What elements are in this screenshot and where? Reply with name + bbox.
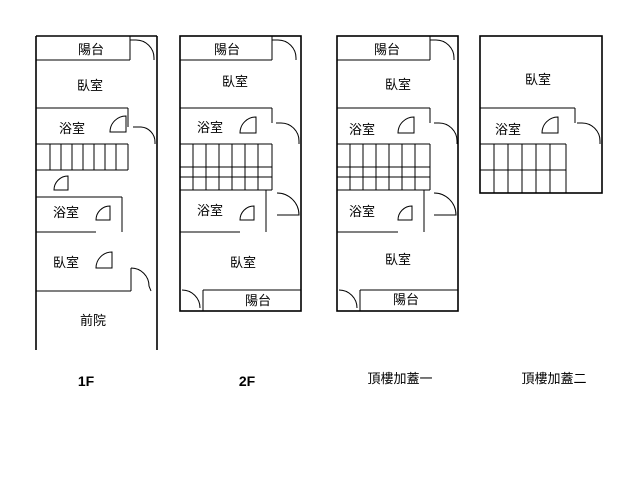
room-label-bedroom: 臥室	[385, 77, 411, 93]
room-label-bedroom: 臥室	[525, 72, 551, 88]
floor-plan-1f: 陽台 臥室 浴室 浴室 臥室 前院 1F	[35, 35, 158, 389]
room-label-bathroom: 浴室	[53, 205, 79, 221]
room-label-bathroom: 浴室	[349, 122, 375, 138]
room-label-bathroom: 浴室	[197, 120, 223, 136]
stairs-rooftop-1	[337, 144, 431, 190]
walls-1f	[35, 35, 158, 350]
room-label-balcony: 陽台	[245, 294, 271, 309]
room-label-bedroom: 臥室	[53, 255, 79, 271]
room-label-bathroom: 浴室	[59, 121, 85, 137]
doors-rooftop-2	[541, 116, 601, 144]
room-label-balcony: 陽台	[78, 43, 104, 58]
walls-rooftop-2	[479, 35, 603, 194]
doors-2f	[181, 39, 300, 309]
stairs-rooftop-2	[480, 144, 567, 193]
floor-caption: 1F	[78, 373, 95, 389]
floor-plan-2f: 陽台 臥室 浴室 浴室 臥室 陽台 2F	[179, 35, 302, 389]
doors-rooftop-1	[338, 39, 458, 309]
floor-plan-rooftop-2: 臥室 浴室 頂樓加蓋二	[479, 35, 603, 387]
room-label-bedroom: 臥室	[77, 78, 103, 94]
room-label-bedroom: 臥室	[230, 255, 256, 271]
stairs-2f	[180, 144, 273, 190]
floor-caption: 頂樓加蓋二	[521, 372, 586, 387]
doors-1f	[53, 39, 156, 292]
room-label-front-yard: 前院	[80, 313, 106, 329]
walls-2f	[179, 35, 302, 312]
room-label-bathroom: 浴室	[197, 203, 223, 219]
floor-plan-rooftop-1: 陽台 臥室 浴室 浴室 臥室 陽台 頂樓加蓋一	[336, 35, 459, 387]
room-label-balcony: 陽台	[393, 293, 419, 308]
room-label-bathroom: 浴室	[495, 122, 521, 138]
room-label-balcony: 陽台	[214, 43, 240, 58]
room-label-bathroom: 浴室	[349, 204, 375, 220]
stairs-1f	[36, 144, 129, 171]
room-label-balcony: 陽台	[374, 43, 400, 58]
walls-rooftop-1	[336, 35, 459, 312]
room-label-bedroom: 臥室	[222, 74, 248, 90]
floor-caption: 2F	[239, 373, 256, 389]
room-label-bedroom: 臥室	[385, 252, 411, 268]
floor-caption: 頂樓加蓋一	[367, 372, 432, 387]
